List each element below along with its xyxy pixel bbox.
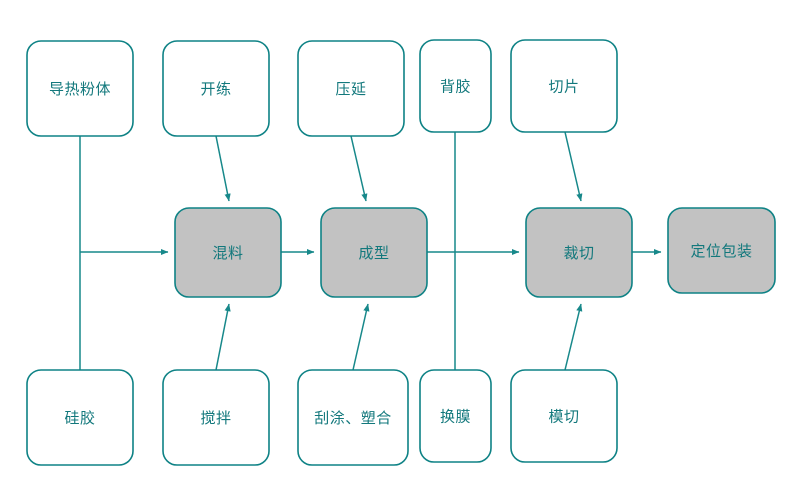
edge-e-kailian-hunliao xyxy=(215,135,231,202)
node-box-kailian[interactable] xyxy=(162,40,270,137)
node-chengxing[interactable]: 成型 xyxy=(320,207,428,298)
node-kailian[interactable]: 开练 xyxy=(162,40,270,137)
node-yayan[interactable]: 压延 xyxy=(297,40,405,137)
node-hunliao[interactable]: 混料 xyxy=(174,207,282,298)
node-box-caiqie[interactable] xyxy=(525,207,633,298)
node-box-dingweibaozhuang[interactable] xyxy=(667,207,776,294)
node-label-mouqie: 模切 xyxy=(548,408,579,426)
node-huanmo[interactable]: 换膜 xyxy=(419,369,492,463)
node-daorefenti[interactable]: 导热粉体 xyxy=(26,40,134,137)
node-label-daorefenti: 导热粉体 xyxy=(49,80,111,98)
node-label-jiaoban: 搅拌 xyxy=(200,409,231,427)
node-label-guatu: 刮涂、塑合 xyxy=(314,409,392,427)
edge-e-jiaoban-hunliao xyxy=(215,303,231,371)
node-box-guijiao[interactable] xyxy=(26,369,134,466)
node-box-mouqie[interactable] xyxy=(510,369,618,463)
node-guatu[interactable]: 刮涂、塑合 xyxy=(297,369,409,466)
node-box-beijiao[interactable] xyxy=(419,39,492,133)
node-qiepian[interactable]: 切片 xyxy=(510,39,618,133)
node-jiaoban[interactable]: 搅拌 xyxy=(162,369,270,466)
node-label-kailian: 开练 xyxy=(200,80,231,98)
node-label-guijiao: 硅胶 xyxy=(64,409,95,427)
node-box-hunliao[interactable] xyxy=(174,207,282,298)
edge-e-guatu-chengxing xyxy=(352,303,370,371)
node-label-yayan: 压延 xyxy=(335,80,366,98)
node-box-daorefenti[interactable] xyxy=(26,40,134,137)
node-box-chengxing[interactable] xyxy=(320,207,428,298)
node-beijiao[interactable]: 背胶 xyxy=(419,39,492,133)
edge-e-qiepian-caiqie xyxy=(564,131,583,202)
node-dingweibaozhuang[interactable]: 定位包装 xyxy=(667,207,776,294)
node-label-caiqie: 裁切 xyxy=(563,244,594,262)
node-label-beijiao: 背胶 xyxy=(440,78,471,96)
node-label-huanmo: 换膜 xyxy=(440,408,471,426)
edge-e-mouqie-caiqie xyxy=(564,303,583,371)
node-box-jiaoban[interactable] xyxy=(162,369,270,466)
node-mouqie[interactable]: 模切 xyxy=(510,369,618,463)
edge-e-yayan-chengxing xyxy=(350,135,368,202)
node-label-dingweibaozhuang: 定位包装 xyxy=(690,242,752,260)
edge-layer xyxy=(79,131,662,371)
node-label-chengxing: 成型 xyxy=(358,244,389,262)
node-box-guatu[interactable] xyxy=(297,369,409,466)
node-box-yayan[interactable] xyxy=(297,40,405,137)
node-box-huanmo[interactable] xyxy=(419,369,492,463)
node-caiqie[interactable]: 裁切 xyxy=(525,207,633,298)
node-box-qiepian[interactable] xyxy=(510,39,618,133)
node-label-hunliao: 混料 xyxy=(212,244,243,262)
node-label-qiepian: 切片 xyxy=(548,78,579,96)
node-guijiao[interactable]: 硅胶 xyxy=(26,369,134,466)
